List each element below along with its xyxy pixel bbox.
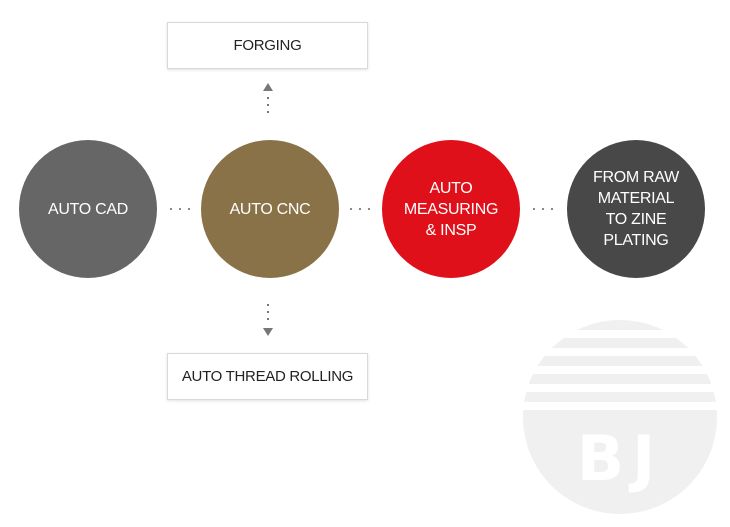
connector-3: ··· [531,198,558,218]
connector-up [267,97,269,118]
connector-2: ··· [348,198,375,218]
step-raw-material: FROM RAW MATERIAL TO ZINE PLATING [567,140,705,278]
bj-logo-icon: BJ [523,320,717,514]
thread-rolling-label: AUTO THREAD ROLLING [181,368,354,385]
logo-text: BJ [577,422,663,495]
connector-1: ··· [168,198,195,218]
arrow-down-icon [263,328,273,336]
thread-rolling-box: AUTO THREAD ROLLING [167,353,368,400]
arrow-up-icon [263,83,273,91]
forging-box: FORGING [167,22,368,69]
step-auto-cnc: AUTO CNC [201,140,339,278]
step-label: AUTO CAD [48,200,128,218]
step-label: AUTO MEASURING & INSP [403,179,499,239]
step-auto-measuring: AUTO MEASURING & INSP [382,140,520,278]
step-label: FROM RAW MATERIAL TO ZINE PLATING [593,169,679,249]
connector-down [267,304,269,325]
step-label: AUTO CNC [229,200,311,218]
forging-label: FORGING [233,37,302,54]
step-auto-cad: AUTO CAD [19,140,157,278]
